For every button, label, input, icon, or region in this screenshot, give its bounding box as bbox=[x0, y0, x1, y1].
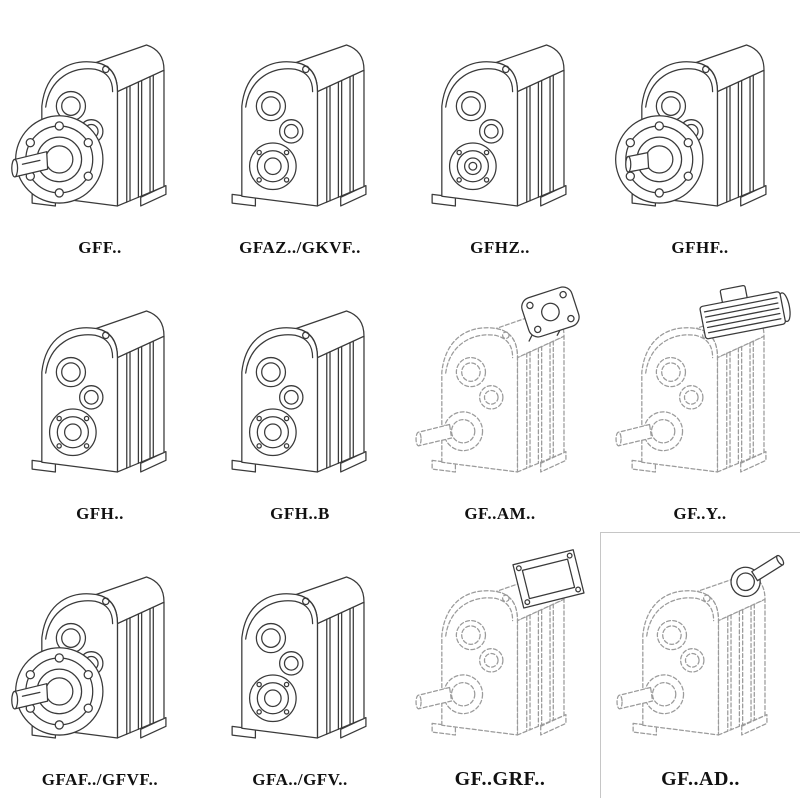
catalog-item-gfhf: GFHF.. bbox=[600, 0, 800, 266]
gearbox-cover-box-drawing bbox=[415, 549, 585, 736]
gearbox-hollow-hub-drawing bbox=[31, 310, 167, 473]
catalog-item-gf-ad: GF..AD.. bbox=[600, 532, 800, 798]
gearbox-motor-drawing bbox=[615, 285, 791, 473]
gearbox-flange-shaft-drawing bbox=[11, 44, 167, 207]
gearbox-iec-adapter-drawing bbox=[415, 286, 580, 473]
model-label: GF..AD.. bbox=[661, 768, 740, 790]
catalog-item-gf-grf: GF..GRF.. bbox=[400, 532, 600, 798]
model-label: GFHF.. bbox=[671, 238, 729, 258]
model-label: GF..Y.. bbox=[673, 504, 727, 524]
catalog-item-gf-y: GF..Y.. bbox=[600, 266, 800, 532]
model-label: GFF.. bbox=[78, 238, 122, 258]
catalog-item-gfa-gfv: GFA../GFV.. bbox=[200, 532, 400, 798]
catalog-item-gfh-b: GFH..B bbox=[200, 266, 400, 532]
catalog-item-gf-am: GF..AM.. bbox=[400, 266, 600, 532]
gearbox-hollow-shaft-drawing bbox=[431, 44, 567, 207]
gearbox-hollow-hub-drawing bbox=[231, 310, 367, 473]
model-label: GFA../GFV.. bbox=[252, 770, 348, 790]
gearbox-hollow-hub-drawing bbox=[231, 576, 367, 739]
catalog-item-gfaz-gkvf: GFAZ../GKVF.. bbox=[200, 0, 400, 266]
model-label: GFHZ.. bbox=[470, 238, 530, 258]
catalog-item-gfh: GFH.. bbox=[0, 266, 200, 532]
gearbox-flange-shaft-drawing bbox=[11, 576, 167, 739]
model-label: GF..AM.. bbox=[464, 504, 536, 524]
gearbox-input-shaft-drawing bbox=[615, 554, 784, 736]
catalog-item-gfaf-gfvf: GFAF../GFVF.. bbox=[0, 532, 200, 798]
model-label: GFAZ../GKVF.. bbox=[239, 238, 361, 258]
model-label: GFH..B bbox=[270, 504, 330, 524]
catalog-item-gff: GFF.. bbox=[0, 0, 200, 266]
gearbox-hollow-hub-drawing bbox=[231, 44, 367, 207]
gearbox-flange-front-drawing bbox=[615, 44, 767, 207]
catalog-item-gfhz: GFHZ.. bbox=[400, 0, 600, 266]
model-label: GFAF../GFVF.. bbox=[41, 770, 159, 790]
model-label: GF..GRF.. bbox=[454, 768, 546, 790]
model-label: GFH.. bbox=[76, 504, 124, 524]
